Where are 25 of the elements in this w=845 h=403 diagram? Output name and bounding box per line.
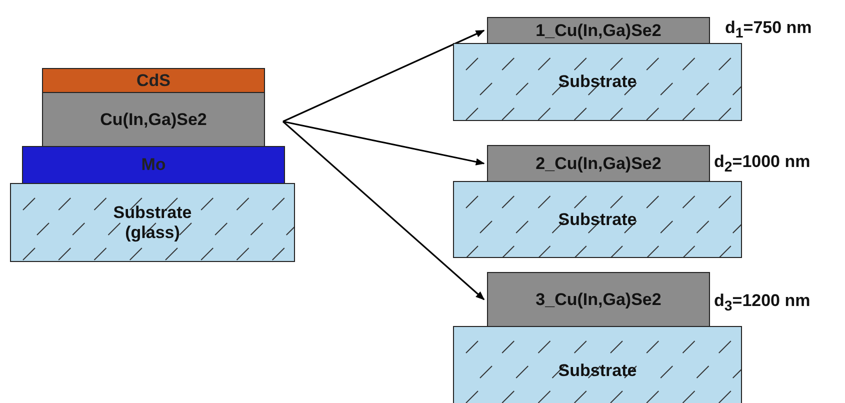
absorber-layer — [487, 17, 710, 44]
thickness-label: d$_{2}$=1000 nm — [714, 152, 810, 176]
layer-label: Substrate (glass) — [112, 202, 193, 242]
layer-label: 2_Cu(In,Ga)Se2 — [536, 154, 662, 174]
thickness-label: d$_{3}$=1200 nm — [714, 291, 810, 314]
layer-label: Cu(In,Ga)Se2 — [100, 110, 207, 130]
substrate-layer — [453, 326, 742, 403]
arrow — [282, 120, 485, 166]
substrate-layer — [453, 181, 742, 258]
absorber-layer — [487, 145, 710, 182]
thickness-label: d$_{1}$=750 nm — [725, 18, 812, 42]
arrow — [282, 30, 485, 122]
substrate-layer — [453, 43, 742, 121]
layer-label: CdS — [136, 70, 170, 90]
layer-label: Substrate — [558, 72, 637, 92]
arrow — [282, 120, 485, 300]
substrate-layer — [10, 183, 295, 262]
back-contact-layer — [22, 146, 285, 184]
absorber-layer — [42, 92, 265, 147]
buffer-layer — [42, 68, 265, 93]
layer-label: 1_Cu(In,Ga)Se2 — [536, 20, 662, 40]
absorber-layer — [487, 272, 710, 327]
layer-label: 3_Cu(In,Ga)Se2 — [536, 290, 662, 310]
layer-label: Substrate — [558, 210, 637, 230]
layer-label: Mo — [141, 155, 166, 175]
